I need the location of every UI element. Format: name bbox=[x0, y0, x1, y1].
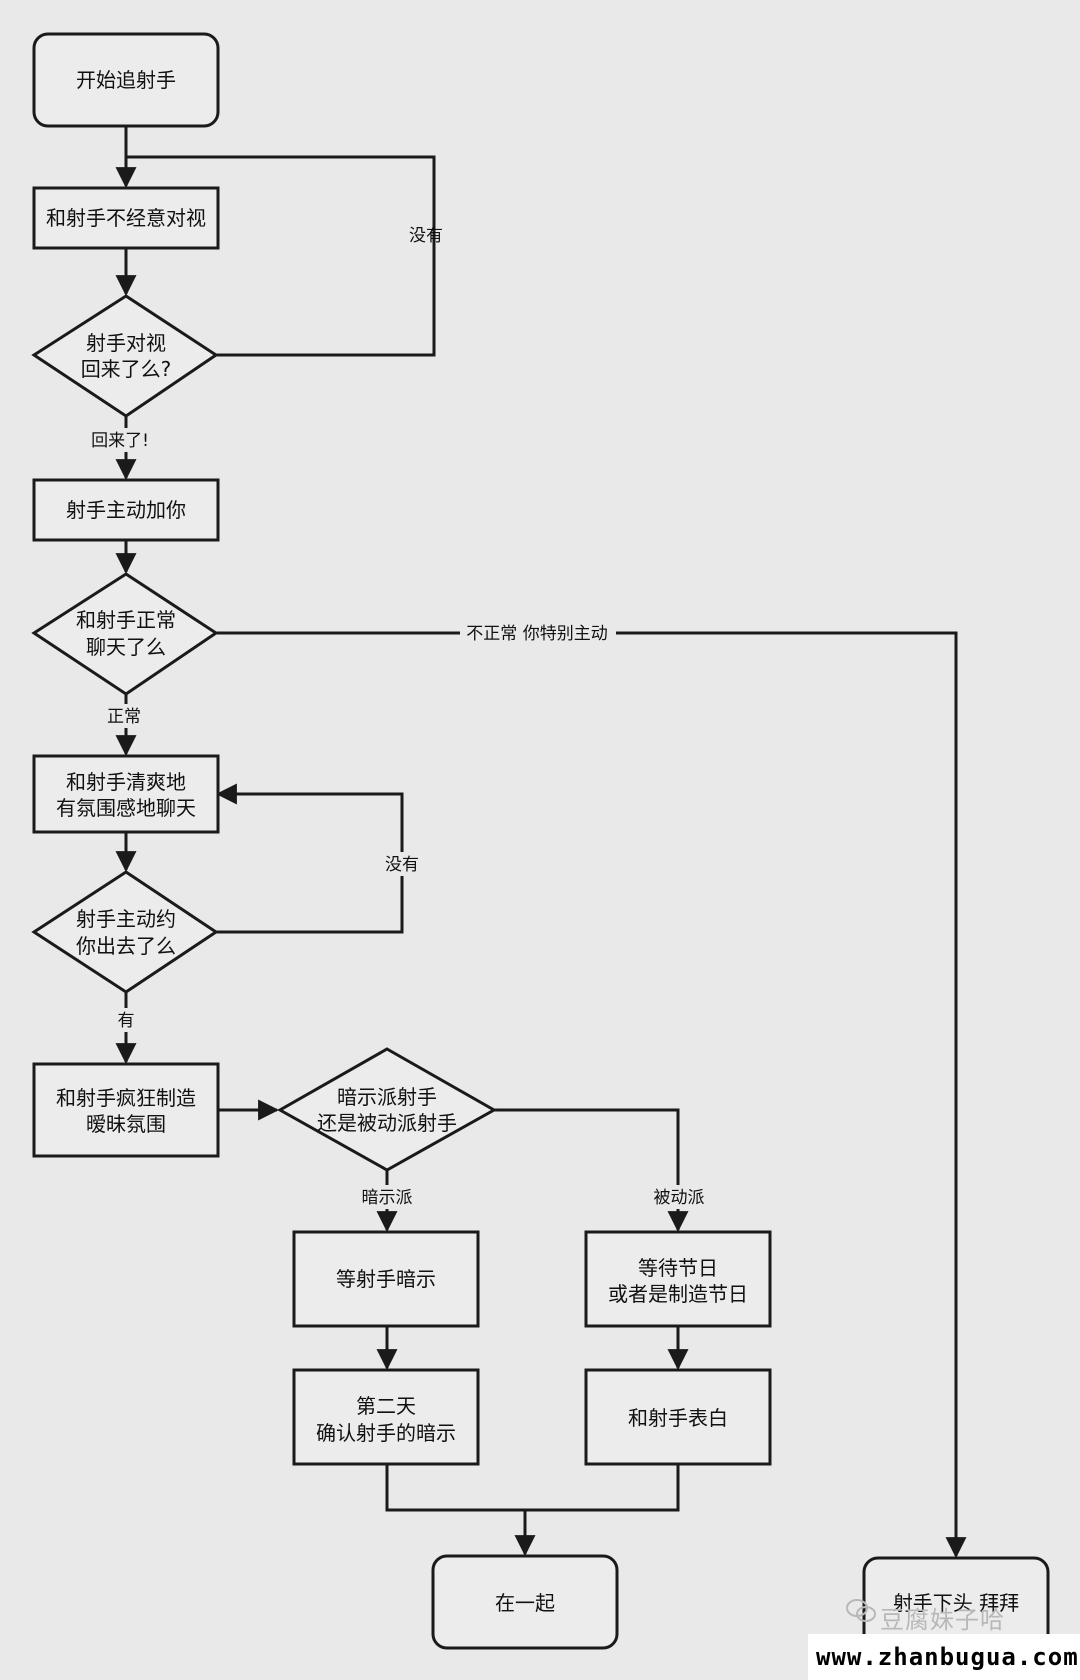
label-q-look-back-2: 回来了么? bbox=[81, 357, 172, 381]
node-q-normal-chat bbox=[31, 572, 219, 696]
watermark-name: 豆腐妹子哈 bbox=[880, 1606, 1005, 1634]
label-eye-contact: 和射手不经意对视 bbox=[46, 206, 206, 230]
label-edge-passive: 被动派 bbox=[654, 1188, 705, 1208]
edge-q1-no-loop bbox=[126, 155, 436, 357]
label-q-date-1: 射手主动约 bbox=[76, 907, 176, 931]
label-confirm-1: 第二天 bbox=[356, 1394, 416, 1418]
node-ambiguity bbox=[32, 1062, 220, 1158]
label-ambiguity-1: 和射手疯狂制造 bbox=[56, 1086, 196, 1110]
nodes bbox=[31, 32, 1050, 1652]
label-bye: 射手下头 拜拜 bbox=[893, 1591, 1019, 1615]
node-wait-hint bbox=[292, 1230, 480, 1328]
node-together bbox=[431, 1554, 619, 1650]
label-edge-back: 回来了! bbox=[91, 431, 149, 451]
node-start bbox=[32, 32, 220, 128]
edges bbox=[115, 126, 967, 1559]
label-ambiguity-2: 暧昧氛围 bbox=[86, 1112, 166, 1136]
node-confess bbox=[584, 1368, 772, 1466]
label-fresh-1: 和射手清爽地 bbox=[66, 770, 186, 794]
node-q-look-back bbox=[31, 294, 219, 418]
node-confirm-hint bbox=[292, 1368, 480, 1466]
label-q-type-2: 还是被动派射手 bbox=[317, 1111, 457, 1135]
watermark-url: www.zhanbugua.com bbox=[816, 1643, 1079, 1671]
label-fresh-2: 有氛围感地聊天 bbox=[56, 796, 196, 820]
label-together: 在一起 bbox=[495, 1591, 555, 1615]
label-wait-hint: 等射手暗示 bbox=[336, 1267, 436, 1291]
label-q-normal-2: 聊天了么 bbox=[86, 635, 166, 659]
watermark-band bbox=[808, 1634, 1080, 1680]
label-edge-yes: 有 bbox=[118, 1011, 135, 1031]
label-q-look-back-1: 射手对视 bbox=[86, 331, 166, 355]
edge-confirm-merge bbox=[385, 1464, 680, 1512]
node-wait-holiday bbox=[584, 1230, 772, 1328]
node-q-date bbox=[31, 870, 219, 994]
label-q-type-1: 暗示派射手 bbox=[337, 1085, 437, 1109]
label-q-normal-1: 和射手正常 bbox=[76, 608, 176, 632]
wechat-icon bbox=[846, 1599, 876, 1622]
label-edge-normal: 正常 bbox=[107, 707, 141, 727]
node-fresh-chat bbox=[32, 754, 220, 834]
label-edge-abnormal: 不正常 你特别主动 bbox=[466, 624, 607, 644]
node-q-type bbox=[276, 1047, 498, 1172]
label-edge-no-2: 没有 bbox=[385, 855, 419, 875]
label-holiday-2: 或者是制造节日 bbox=[608, 1282, 748, 1306]
label-adds-you: 射手主动加你 bbox=[66, 498, 186, 522]
node-adds-you bbox=[32, 478, 220, 542]
label-q-date-2: 你出去了么 bbox=[76, 934, 176, 958]
label-confess: 和射手表白 bbox=[628, 1406, 728, 1430]
label-start: 开始追射手 bbox=[76, 68, 176, 92]
label-edge-no-1: 没有 bbox=[409, 226, 443, 246]
label-holiday-1: 等待节日 bbox=[638, 1256, 718, 1280]
edge-q3-no-loop bbox=[215, 783, 404, 934]
node-eye-contact bbox=[32, 186, 220, 250]
edge-q4-passive bbox=[494, 1108, 689, 1233]
node-labels: 开始追射手 和射手不经意对视 射手对视 回来了么? 射手主动加你 和射手正常 聊… bbox=[46, 68, 1019, 1615]
label-edge-hint: 暗示派 bbox=[362, 1188, 413, 1208]
edge-labels: 没有 回来了! 不正常 你特别主动 正常 没有 有 暗示派 被动派 bbox=[86, 226, 710, 1209]
label-confirm-2: 确认射手的暗示 bbox=[316, 1421, 456, 1445]
